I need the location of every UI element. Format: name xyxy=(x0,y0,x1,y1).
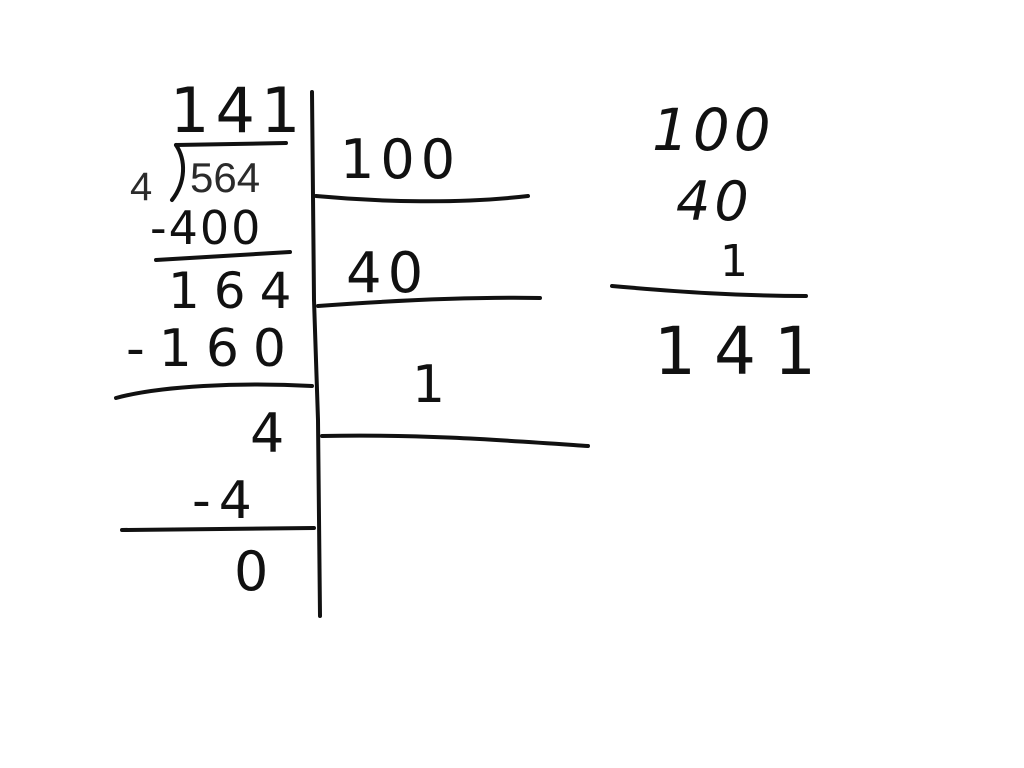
step-3-line xyxy=(120,526,316,532)
partial-quotient-2: 40 xyxy=(346,241,429,306)
partial-quotient-3: 1 xyxy=(412,355,445,415)
step-2-subtrahend: -160 xyxy=(126,319,300,379)
step-2-remainder: 4 xyxy=(250,402,284,465)
partial-quotients: 100 40 1 xyxy=(314,128,590,448)
step-2-line xyxy=(114,382,314,400)
vertical-divider-line xyxy=(310,90,322,618)
dividend: 564 xyxy=(190,154,260,201)
long-division: 141 4 564 -400 164 -160 4 -4 0 xyxy=(114,74,316,603)
division-bar xyxy=(174,141,288,147)
step-3-remainder: 0 xyxy=(234,540,268,603)
step-1-line xyxy=(154,250,292,262)
partial-quotient-1-line xyxy=(314,194,530,204)
addend-3: 1 xyxy=(720,236,748,287)
addend-2: 40 xyxy=(676,170,753,233)
divisor: 4 xyxy=(130,165,152,209)
addend-1: 100 xyxy=(652,96,775,164)
partial-quotient-3-line xyxy=(320,433,590,448)
partial-sum: 100 40 1 141 xyxy=(610,96,834,390)
step-3-subtrahend: -4 xyxy=(192,471,260,531)
step-1-subtrahend: -400 xyxy=(150,201,262,255)
step-1-remainder: 164 xyxy=(168,262,305,320)
sum-total: 141 xyxy=(654,313,834,390)
division-bracket xyxy=(170,143,185,202)
sum-line xyxy=(610,284,808,298)
quotient: 141 xyxy=(170,74,306,147)
partial-quotient-1: 100 xyxy=(340,128,461,191)
partial-quotient-2-line xyxy=(316,295,542,308)
